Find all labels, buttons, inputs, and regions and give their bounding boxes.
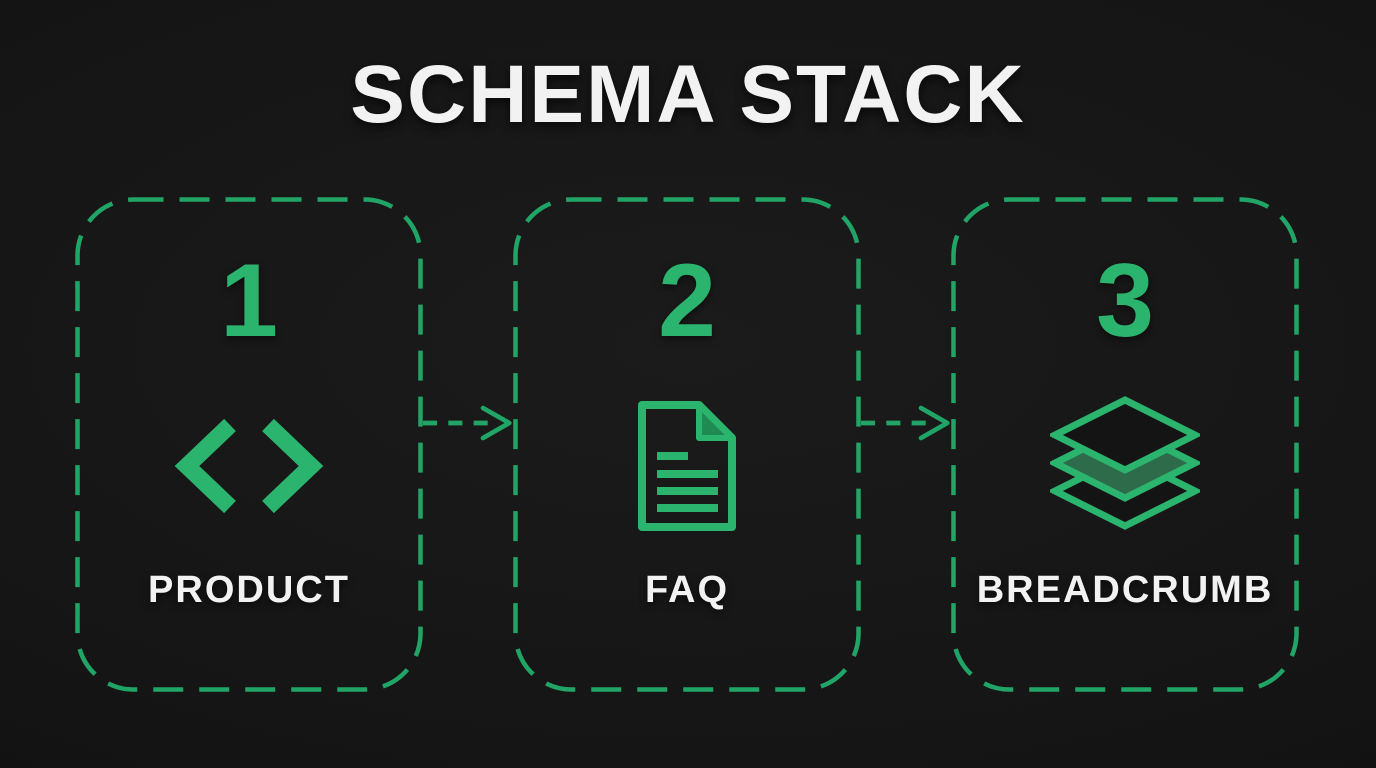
step-label: PRODUCT [148, 569, 350, 611]
step-card-product: 1 PRODUCT [75, 197, 423, 692]
step-card-breadcrumb: 3 BREADCRUMB [951, 197, 1299, 692]
step-label: BREADCRUMB [976, 569, 1274, 611]
step-label: FAQ [644, 569, 730, 611]
layers-icon [1050, 396, 1200, 530]
connector-1 [423, 197, 513, 692]
code-brackets-icon [174, 418, 324, 514]
page-title: SCHEMA STACK [350, 49, 1026, 140]
step-card-faq: 2 FAQ [513, 197, 861, 692]
step-number: 1 [220, 243, 278, 359]
dashed-arrow-right-icon [423, 405, 512, 440]
step-number: 2 [658, 243, 716, 359]
document-icon [638, 401, 736, 531]
connector-2 [861, 197, 951, 692]
steps-row: 1 PRODUCT 2 [75, 197, 1299, 692]
dashed-arrow-right-icon [861, 405, 950, 440]
step-number: 3 [1096, 243, 1154, 359]
